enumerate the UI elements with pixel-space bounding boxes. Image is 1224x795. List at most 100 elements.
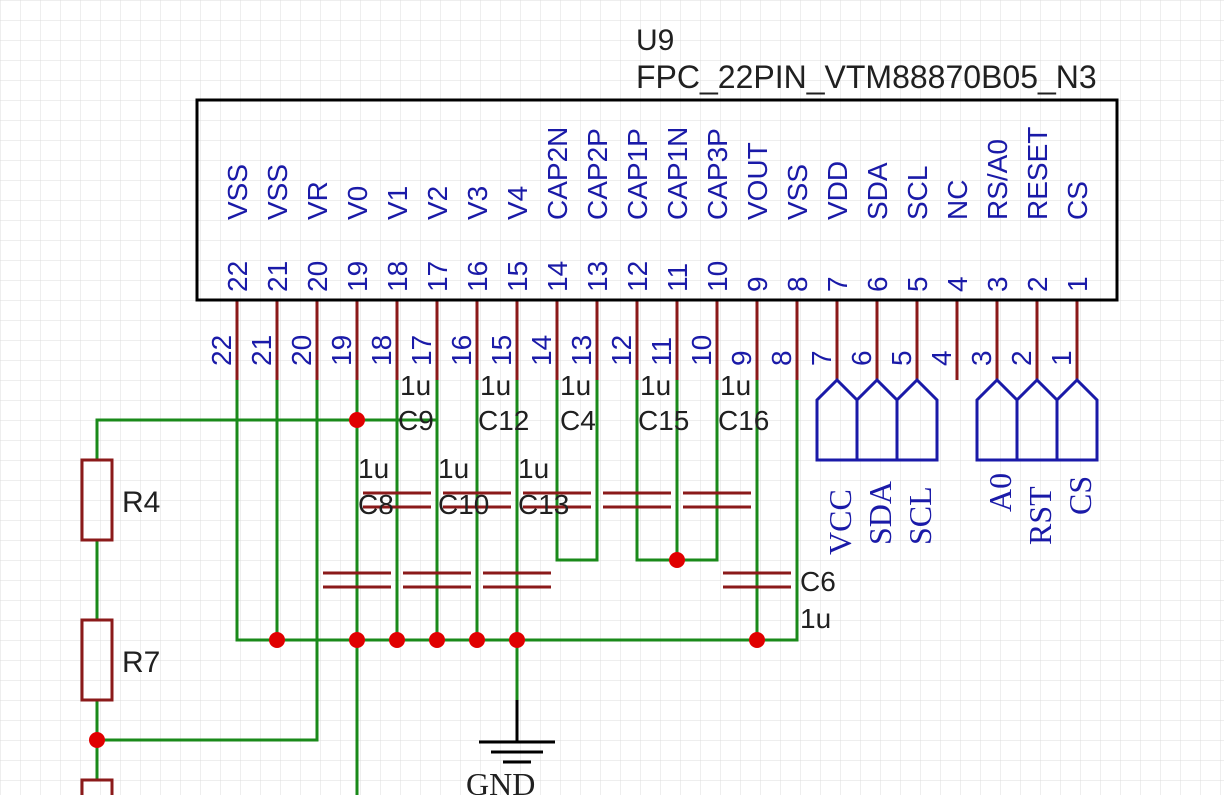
u9-pin-number-outer: 18 bbox=[366, 335, 397, 366]
junctions bbox=[89, 412, 765, 748]
c4-ref[interactable]: C4 bbox=[560, 405, 596, 436]
c8-value: 1u bbox=[358, 453, 389, 484]
resistor-partial[interactable] bbox=[80, 778, 114, 795]
u9-pin-number-outer: 13 bbox=[566, 335, 597, 366]
u9-pin-name: V3 bbox=[462, 186, 493, 220]
c16-ref[interactable]: C16 bbox=[718, 405, 769, 436]
c13-ref[interactable]: C13 bbox=[518, 489, 569, 520]
c12-value: 1u bbox=[480, 370, 511, 401]
u9-pin-number-inner: 4 bbox=[942, 276, 973, 292]
u9-pin-number-outer: 15 bbox=[486, 335, 517, 366]
wire-pin20 bbox=[97, 300, 319, 742]
u9-pin-number-outer: 16 bbox=[446, 335, 477, 366]
u9-ref: U9 bbox=[636, 24, 674, 57]
c6-value: 1u bbox=[800, 603, 831, 634]
u9-pin-number-inner: 6 bbox=[862, 276, 893, 292]
port-a0[interactable] bbox=[975, 377, 1019, 462]
u9-pin-name: CAP3P bbox=[702, 128, 733, 220]
junction-dot bbox=[469, 632, 485, 648]
u9-pin-number-outer: 3 bbox=[966, 350, 997, 366]
port-cs[interactable] bbox=[1055, 377, 1099, 462]
u9-pin-name: CAP2P bbox=[582, 128, 613, 220]
c15-value: 1u bbox=[640, 370, 671, 401]
c9-ref[interactable]: C9 bbox=[398, 405, 434, 436]
junction-dot bbox=[429, 632, 445, 648]
u9-pin-name: RS/A0 bbox=[982, 139, 1013, 220]
u9-pin-number-inner: 16 bbox=[462, 261, 493, 292]
u9-pin-name: VR bbox=[302, 181, 333, 220]
pin-stubs bbox=[235, 300, 1079, 380]
port-a0-label: A0 bbox=[982, 473, 1018, 512]
resistor-r7[interactable] bbox=[80, 618, 114, 702]
u9-pin-name: VDD bbox=[822, 161, 853, 220]
u9-pin-number-outer: 1 bbox=[1046, 350, 1077, 366]
u9-pin-number-outer: 7 bbox=[806, 350, 837, 366]
junction-dot bbox=[269, 632, 285, 648]
u9-pin-number-inner: 3 bbox=[982, 276, 1013, 292]
junction-dot bbox=[389, 632, 405, 648]
u9-pin-name: NC bbox=[942, 180, 973, 220]
u9-pin-number-outer: 8 bbox=[766, 350, 797, 366]
u9-pin-name: RESET bbox=[1022, 127, 1053, 220]
u9-pin-number-inner: 21 bbox=[262, 261, 293, 292]
u9-pin-number-outer: 5 bbox=[886, 350, 917, 366]
u9-pin-number-inner: 5 bbox=[902, 276, 933, 292]
port-scl-label: SCL bbox=[902, 486, 938, 545]
u9-pin-number-inner: 2 bbox=[1022, 276, 1053, 292]
u9-pin-name: CAP2N bbox=[542, 127, 573, 220]
c6-ref[interactable]: C6 bbox=[800, 566, 836, 597]
u9-pin-number-inner: 11 bbox=[662, 263, 693, 292]
gnd-symbol[interactable] bbox=[479, 700, 555, 764]
u9-pin-number-inner: 1 bbox=[1062, 276, 1093, 292]
u9-pin-number-inner: 19 bbox=[342, 261, 373, 292]
c12-ref[interactable]: C12 bbox=[478, 405, 529, 436]
u9-pin-name: CAP1N bbox=[662, 127, 693, 220]
u9-pin-name: SCL bbox=[902, 166, 933, 220]
u9-pin-name: VOUT bbox=[742, 142, 773, 220]
u9-pin-number-outer: 19 bbox=[326, 335, 357, 366]
u9-pin-name: CS bbox=[1062, 181, 1093, 220]
junction-dot bbox=[349, 412, 365, 428]
port-rst-label: RST bbox=[1022, 486, 1058, 545]
u9-pin-number-outer: 20 bbox=[286, 335, 317, 366]
junction-dot bbox=[349, 632, 365, 648]
c4-value: 1u bbox=[560, 370, 591, 401]
u9-pin-number-inner: 9 bbox=[742, 276, 773, 292]
gnd-label: GND bbox=[466, 766, 535, 795]
u9-pin-name: V4 bbox=[502, 186, 533, 220]
u9-body[interactable] bbox=[195, 98, 1119, 302]
port-sda-label: SDA bbox=[862, 481, 898, 545]
r4-ref: R4 bbox=[122, 486, 160, 519]
u9-pin-name: V0 bbox=[342, 186, 373, 220]
port-cs-label: CS bbox=[1062, 476, 1098, 515]
u9-pin-name: CAP1P bbox=[622, 128, 653, 220]
u9-pin-name: V2 bbox=[422, 186, 453, 220]
resistor-r4[interactable] bbox=[80, 458, 114, 542]
c13-value: 1u bbox=[518, 453, 549, 484]
c8-ref[interactable]: C8 bbox=[358, 489, 394, 520]
u9-pin-number-inner: 12 bbox=[622, 261, 653, 292]
u9-pin-name: SDA bbox=[862, 162, 893, 220]
net-ports bbox=[815, 377, 1099, 462]
c10-ref[interactable]: C10 bbox=[438, 489, 489, 520]
u9-pin-number-inner: 22 bbox=[222, 261, 253, 292]
u9-pin-number-inner: 14 bbox=[542, 261, 573, 292]
wire-pin14-13 bbox=[555, 300, 599, 562]
u9-pin-number-outer: 6 bbox=[846, 350, 877, 366]
port-rst[interactable] bbox=[1015, 377, 1059, 462]
port-vcc[interactable] bbox=[815, 377, 859, 462]
junction-dot bbox=[749, 632, 765, 648]
u9-pin-number-outer: 9 bbox=[726, 350, 757, 366]
u9-pin-number-outer: 11 bbox=[646, 337, 677, 366]
port-sda[interactable] bbox=[855, 377, 899, 462]
c15-ref[interactable]: C15 bbox=[638, 405, 689, 436]
u9-pin-name: VSS bbox=[262, 164, 293, 220]
port-scl[interactable] bbox=[895, 377, 939, 462]
u9-pin-number-outer: 22 bbox=[206, 335, 237, 366]
u9-pin-number-inner: 15 bbox=[502, 261, 533, 292]
